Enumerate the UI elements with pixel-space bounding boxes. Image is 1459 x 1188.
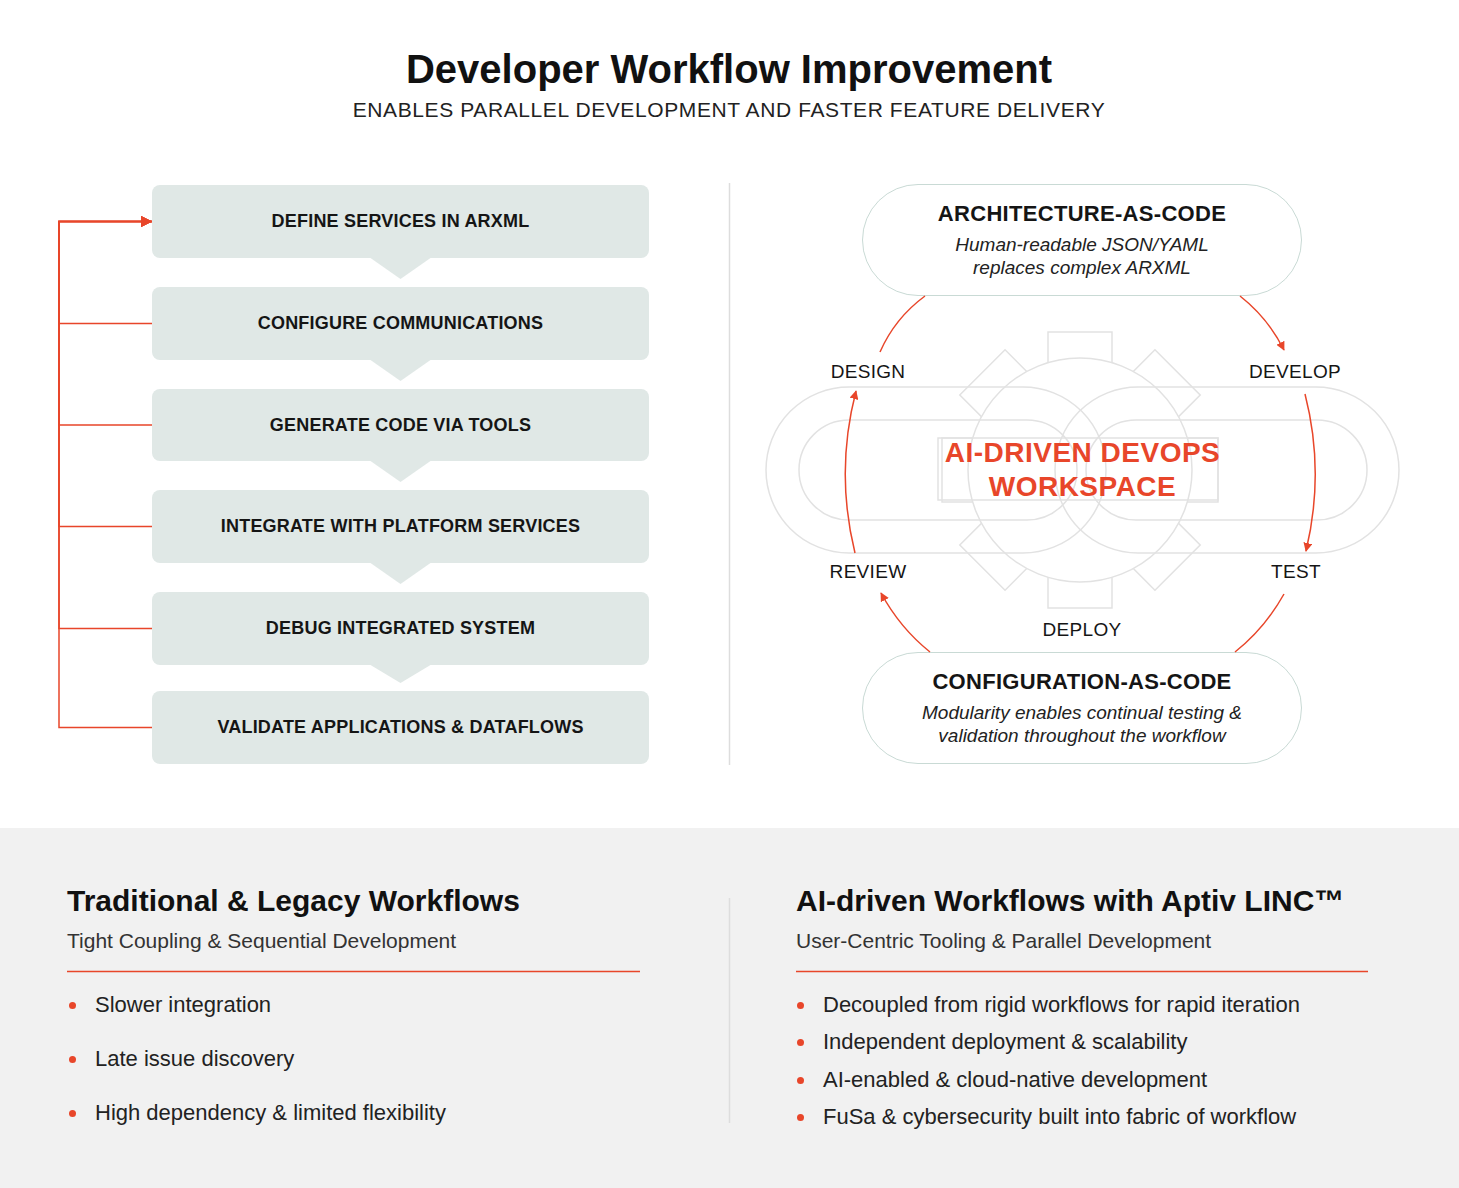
bullet-text: FuSa & cybersecurity built into fabric o… bbox=[823, 1104, 1296, 1130]
column-subheading: User-Centric Tooling & Parallel Developm… bbox=[796, 929, 1211, 953]
pill-body: Human-readable JSON/YAML replaces comple… bbox=[932, 233, 1232, 279]
column-subheading: Tight Coupling & Sequential Development bbox=[67, 929, 456, 953]
process-box: INTEGRATE WITH PLATFORM SERVICES bbox=[152, 490, 649, 563]
box-label: INTEGRATE WITH PLATFORM SERVICES bbox=[221, 516, 580, 537]
bullet-dot bbox=[797, 1039, 804, 1046]
cycle-arc bbox=[1235, 594, 1284, 652]
box-label: VALIDATE APPLICATIONS & DATAFLOWS bbox=[217, 717, 583, 738]
bullet-text: Late issue discovery bbox=[95, 1046, 294, 1072]
feedback-connector bbox=[59, 222, 152, 728]
chevron-connector bbox=[371, 258, 431, 279]
box-label: GENERATE CODE VIA TOOLS bbox=[270, 415, 531, 436]
cycle-arc bbox=[1240, 296, 1284, 350]
code-pill: ARCHITECTURE-AS-CODE Human-readable JSON/… bbox=[862, 184, 1302, 296]
column-divider bbox=[729, 183, 731, 765]
feedback-connector bbox=[59, 222, 152, 324]
chevron-connector bbox=[371, 360, 431, 381]
process-box: VALIDATE APPLICATIONS & DATAFLOWS bbox=[152, 691, 649, 764]
pill-body: Modularity enables continual testing & v… bbox=[882, 701, 1282, 747]
box-label: DEFINE SERVICES IN ARXML bbox=[272, 211, 530, 232]
cycle-stage: REVIEW bbox=[830, 561, 907, 583]
bullet-dot bbox=[797, 1114, 804, 1121]
bullet-dot bbox=[69, 1056, 76, 1063]
cycle-arc bbox=[880, 296, 925, 352]
bullet-text: Decoupled from rigid workflows for rapid… bbox=[823, 992, 1300, 1018]
cycle-stage: TEST bbox=[1271, 561, 1321, 583]
column-heading: AI-driven Workflows with Aptiv LINC™ bbox=[796, 884, 1344, 918]
loop-outer bbox=[1055, 387, 1399, 553]
pill-heading: CONFIGURATION-AS-CODE bbox=[932, 669, 1231, 695]
cycle-arc bbox=[845, 391, 856, 553]
gear-outline bbox=[942, 332, 1218, 608]
bullet-text: Independent deployment & scalability bbox=[823, 1029, 1187, 1055]
chevron-connector bbox=[371, 563, 431, 584]
process-box: DEFINE SERVICES IN ARXML bbox=[152, 185, 649, 258]
cycle-stage: DESIGN bbox=[831, 361, 906, 383]
hub-title: AI-DRIVEN DEVOPS WORKSPACE bbox=[928, 436, 1238, 504]
subtitle: ENABLES PARALLEL DEVELOPMENT AND FASTER … bbox=[353, 98, 1106, 122]
gear-body bbox=[968, 358, 1192, 582]
cycle-arc bbox=[1305, 394, 1315, 551]
cycle-stage: DEVELOP bbox=[1249, 361, 1341, 383]
box-label: CONFIGURE COMMUNICATIONS bbox=[258, 313, 543, 334]
bullet-dot bbox=[797, 1002, 804, 1009]
chevron-connector bbox=[371, 665, 431, 683]
infinity-loops bbox=[766, 387, 1399, 553]
feedback-connector bbox=[59, 222, 152, 426]
cycle-arcs bbox=[845, 296, 1315, 652]
feedback-connector bbox=[59, 222, 152, 629]
bullet-text: AI-enabled & cloud-native development bbox=[823, 1067, 1207, 1093]
diagram-title: Developer Workflow Improvement bbox=[406, 47, 1052, 92]
cycle-arc bbox=[881, 593, 930, 652]
process-box: CONFIGURE COMMUNICATIONS bbox=[152, 287, 649, 360]
process-box: DEBUG INTEGRATED SYSTEM bbox=[152, 592, 649, 665]
process-box: GENERATE CODE VIA TOOLS bbox=[152, 389, 649, 461]
column-heading: Traditional & Legacy Workflows bbox=[67, 884, 520, 918]
bullet-text: Slower integration bbox=[95, 992, 271, 1018]
chevron-connector bbox=[371, 461, 431, 482]
bullet-text: High dependency & limited flexibility bbox=[95, 1100, 446, 1126]
bullet-dot bbox=[69, 1110, 76, 1117]
feedback-connector bbox=[59, 222, 152, 527]
pill-heading: ARCHITECTURE-AS-CODE bbox=[938, 201, 1226, 227]
bullet-dot bbox=[69, 1002, 76, 1009]
code-pill: CONFIGURATION-AS-CODE Modularity enables … bbox=[862, 652, 1302, 764]
box-label: DEBUG INTEGRATED SYSTEM bbox=[266, 618, 535, 639]
comparison-band: Traditional & Legacy WorkflowsTight Coup… bbox=[0, 828, 1459, 1188]
bullet-dot bbox=[797, 1077, 804, 1084]
loop-inner bbox=[1086, 420, 1367, 520]
cycle-stage: DEPLOY bbox=[1043, 619, 1122, 641]
